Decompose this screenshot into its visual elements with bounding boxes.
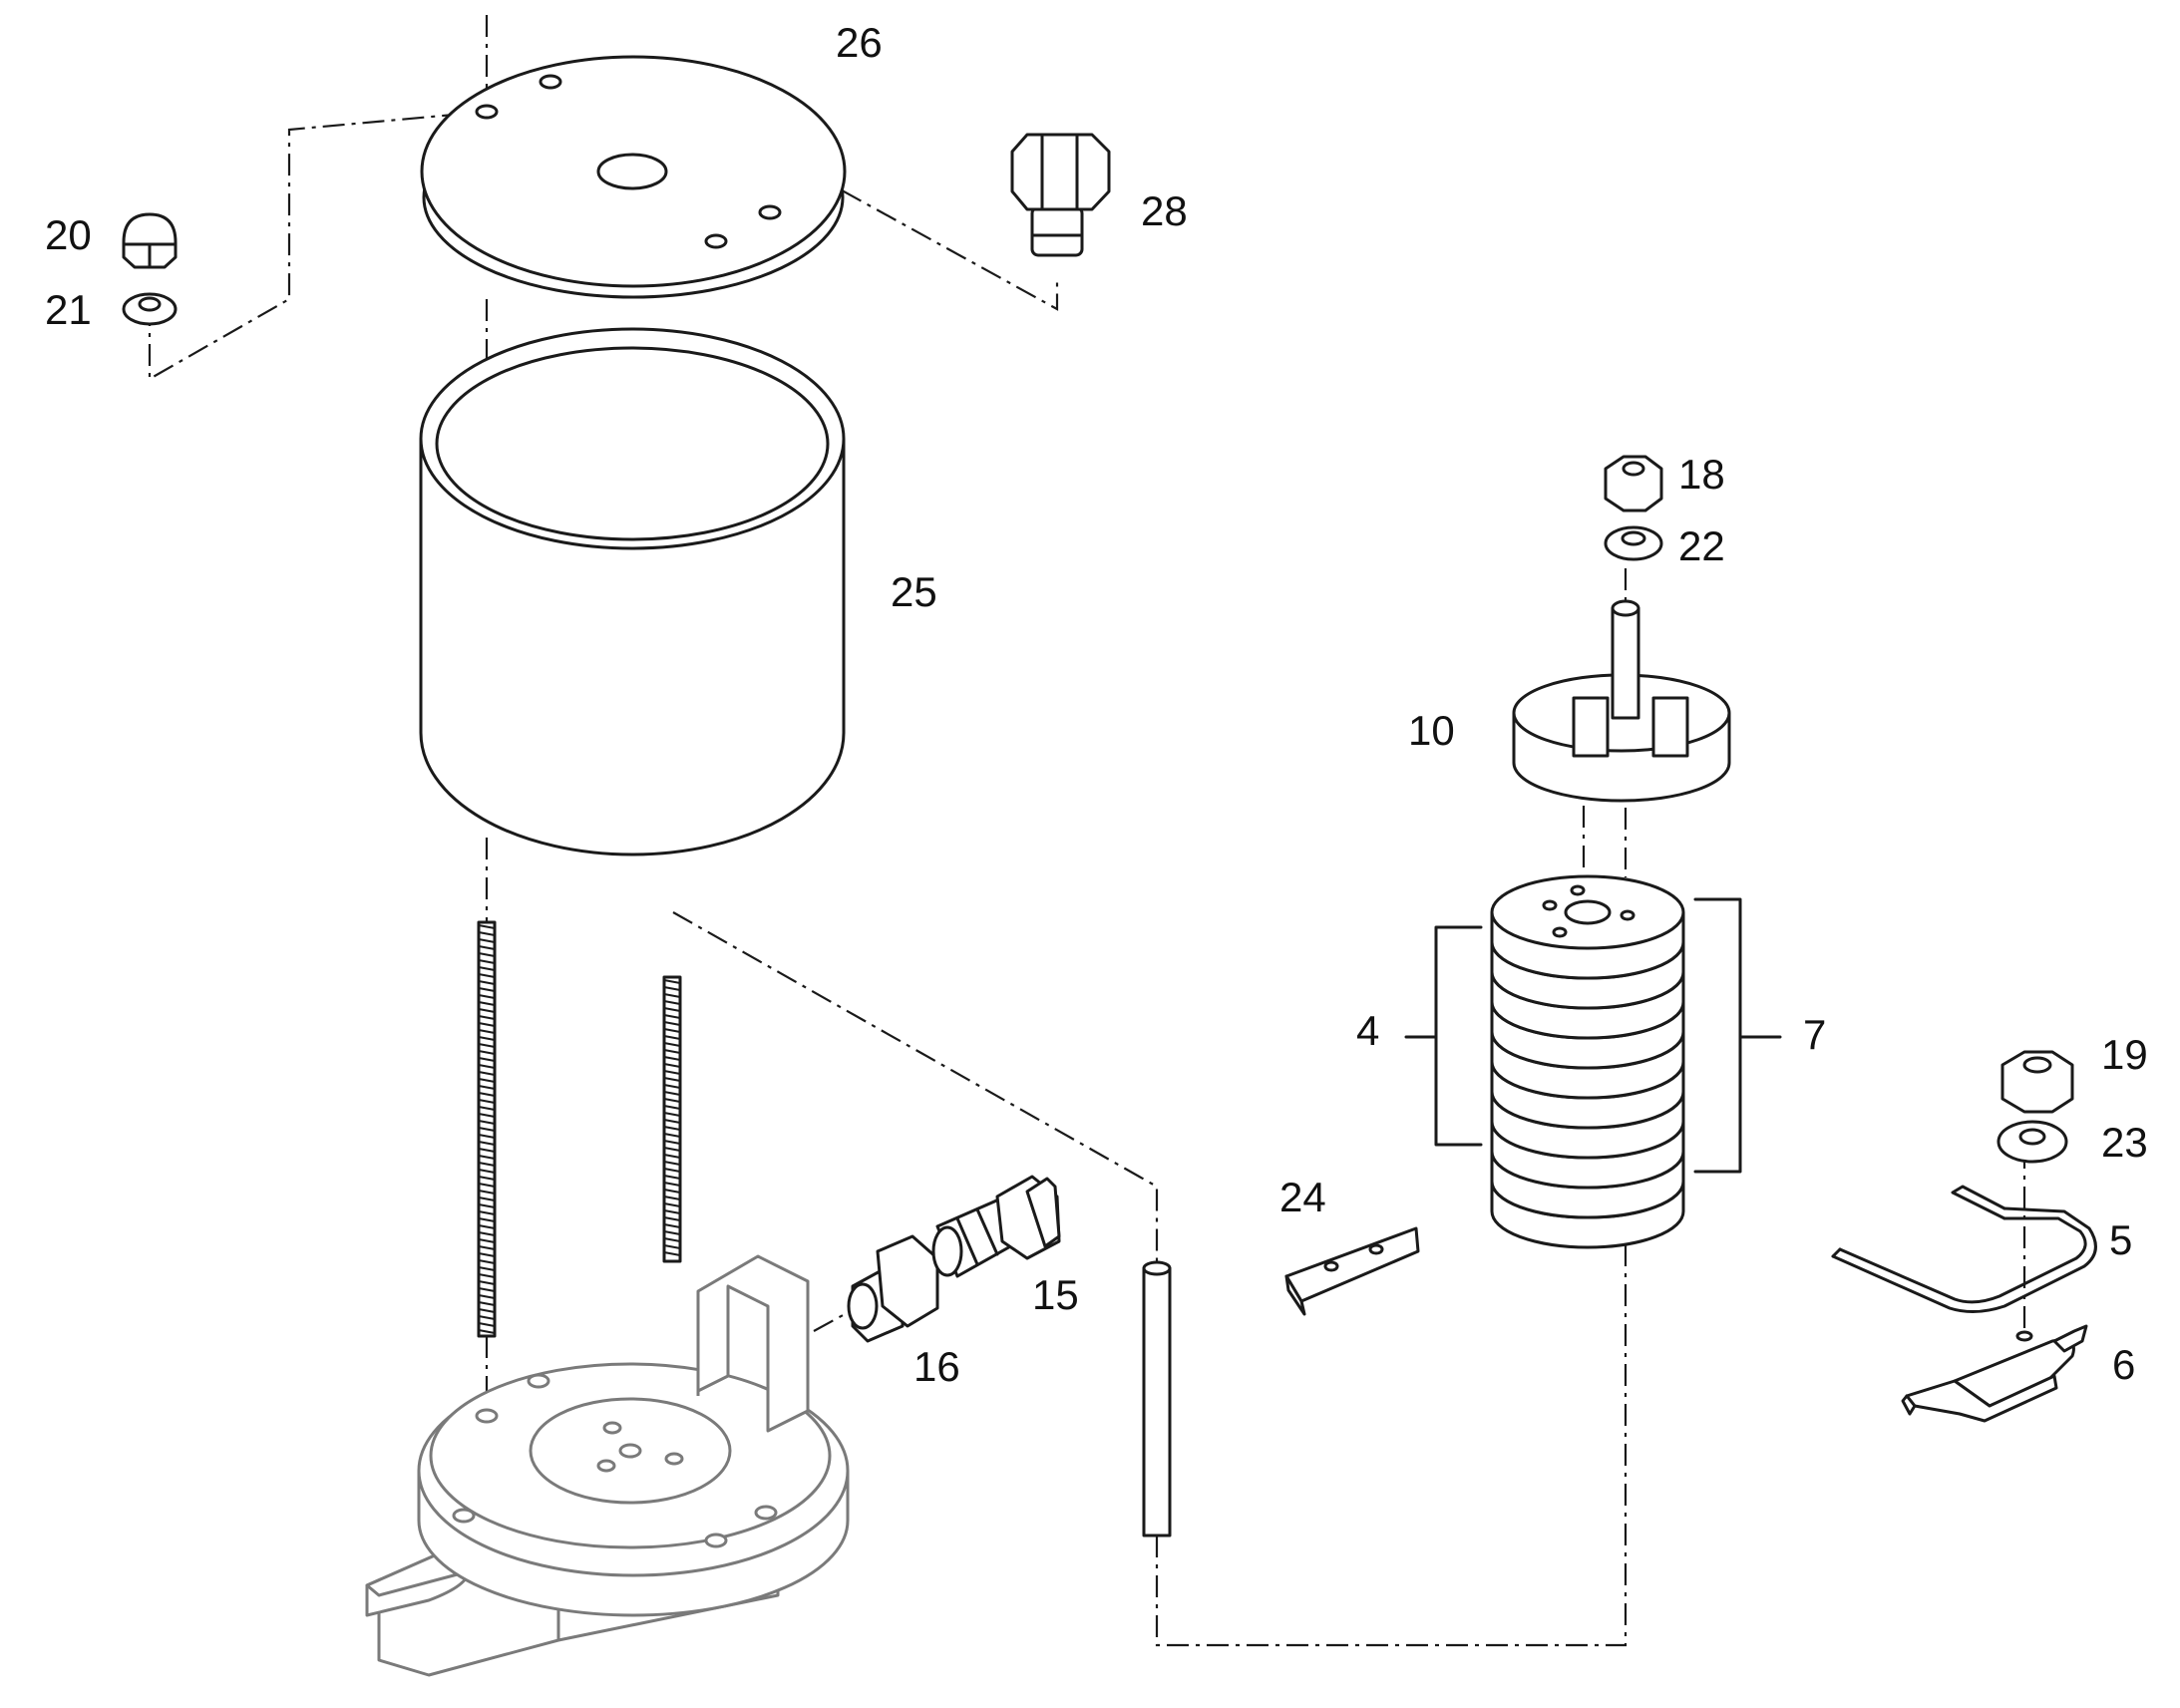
part-21-washer — [122, 292, 178, 326]
spacer-tube — [1142, 1260, 1172, 1537]
callout-15: 15 — [1032, 1271, 1079, 1318]
part-5-wire-spring — [1831, 1185, 2097, 1313]
part-16-fitting — [847, 1234, 939, 1343]
callout-18: 18 — [1678, 451, 1725, 498]
bracket-4 — [1404, 925, 1483, 1147]
threaded-rod-right — [662, 975, 682, 1263]
callout-25: 25 — [891, 568, 937, 615]
part-4-7-disc-stack — [1490, 874, 1685, 1249]
callout-20: 20 — [45, 211, 92, 258]
part-6-clip — [1901, 1324, 2088, 1423]
bracket-7 — [1693, 897, 1782, 1174]
part-20-cap-nut — [122, 212, 178, 269]
callout-16: 16 — [913, 1343, 960, 1390]
part-24-plate — [1284, 1226, 1420, 1316]
part-15-fitting — [931, 1175, 1061, 1278]
callout-10: 10 — [1408, 707, 1455, 754]
callout-labels: 26 28 20 21 25 18 22 10 4 7 19 23 24 5 1… — [45, 19, 2148, 1390]
callout-7: 7 — [1803, 1011, 1826, 1058]
base-housing — [365, 1254, 850, 1677]
part-18-nut — [1604, 455, 1663, 512]
callout-22: 22 — [1678, 522, 1725, 569]
part-10-hub — [1512, 599, 1731, 803]
callout-21: 21 — [45, 286, 92, 333]
callout-26: 26 — [836, 19, 883, 66]
callout-19: 19 — [2101, 1031, 2148, 1078]
part-23-washer — [1997, 1120, 2068, 1164]
part-22-washer — [1604, 525, 1663, 561]
callout-28: 28 — [1141, 187, 1188, 234]
part-28-plug — [1010, 133, 1111, 257]
assembly-centerlines — [148, 15, 2026, 1647]
part-26-cover-plate — [420, 55, 847, 299]
callout-4: 4 — [1356, 1007, 1379, 1054]
callout-6: 6 — [2112, 1341, 2135, 1388]
part-19-nut — [2000, 1050, 2074, 1114]
callout-23: 23 — [2101, 1119, 2148, 1166]
callout-24: 24 — [1279, 1174, 1326, 1220]
part-25-cylinder — [419, 327, 846, 856]
callout-5: 5 — [2109, 1216, 2132, 1263]
threaded-rod-left — [477, 920, 497, 1338]
